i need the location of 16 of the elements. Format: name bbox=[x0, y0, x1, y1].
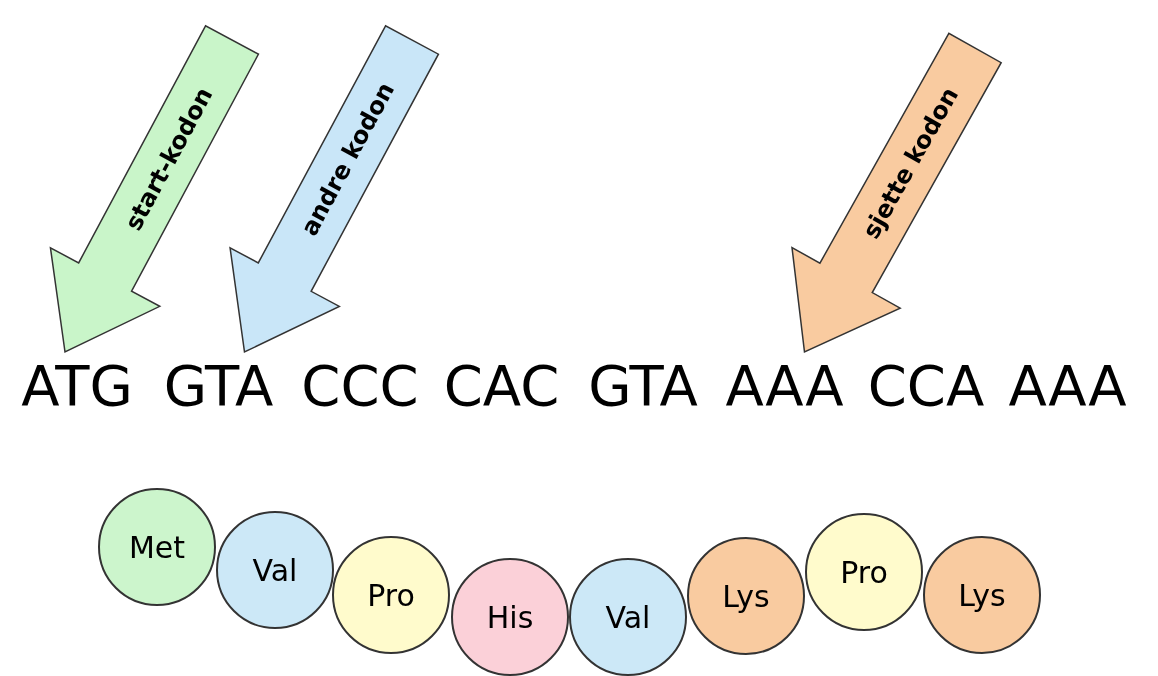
amino-acid-circle: Lys bbox=[923, 536, 1041, 654]
amino-acid-circle: Val bbox=[216, 511, 334, 629]
amino-acid-circle: Pro bbox=[805, 513, 923, 631]
amino-acid-circle: Val bbox=[569, 558, 687, 676]
codon-text: AAA bbox=[725, 358, 844, 414]
amino-acid-circle: Lys bbox=[687, 537, 805, 655]
codon-text: ATG bbox=[21, 358, 133, 414]
amino-acid-circle: Met bbox=[98, 488, 216, 606]
codon-text: CAC bbox=[443, 358, 560, 414]
codon-text: CCC bbox=[301, 358, 419, 414]
codon-text: AAA bbox=[1008, 358, 1127, 414]
codon-text: CCA bbox=[867, 358, 985, 414]
amino-acid-circle: His bbox=[451, 558, 569, 676]
codon-text: GTA bbox=[163, 358, 274, 414]
amino-acid-circle: Pro bbox=[332, 536, 450, 654]
codon-text: GTA bbox=[588, 358, 698, 414]
